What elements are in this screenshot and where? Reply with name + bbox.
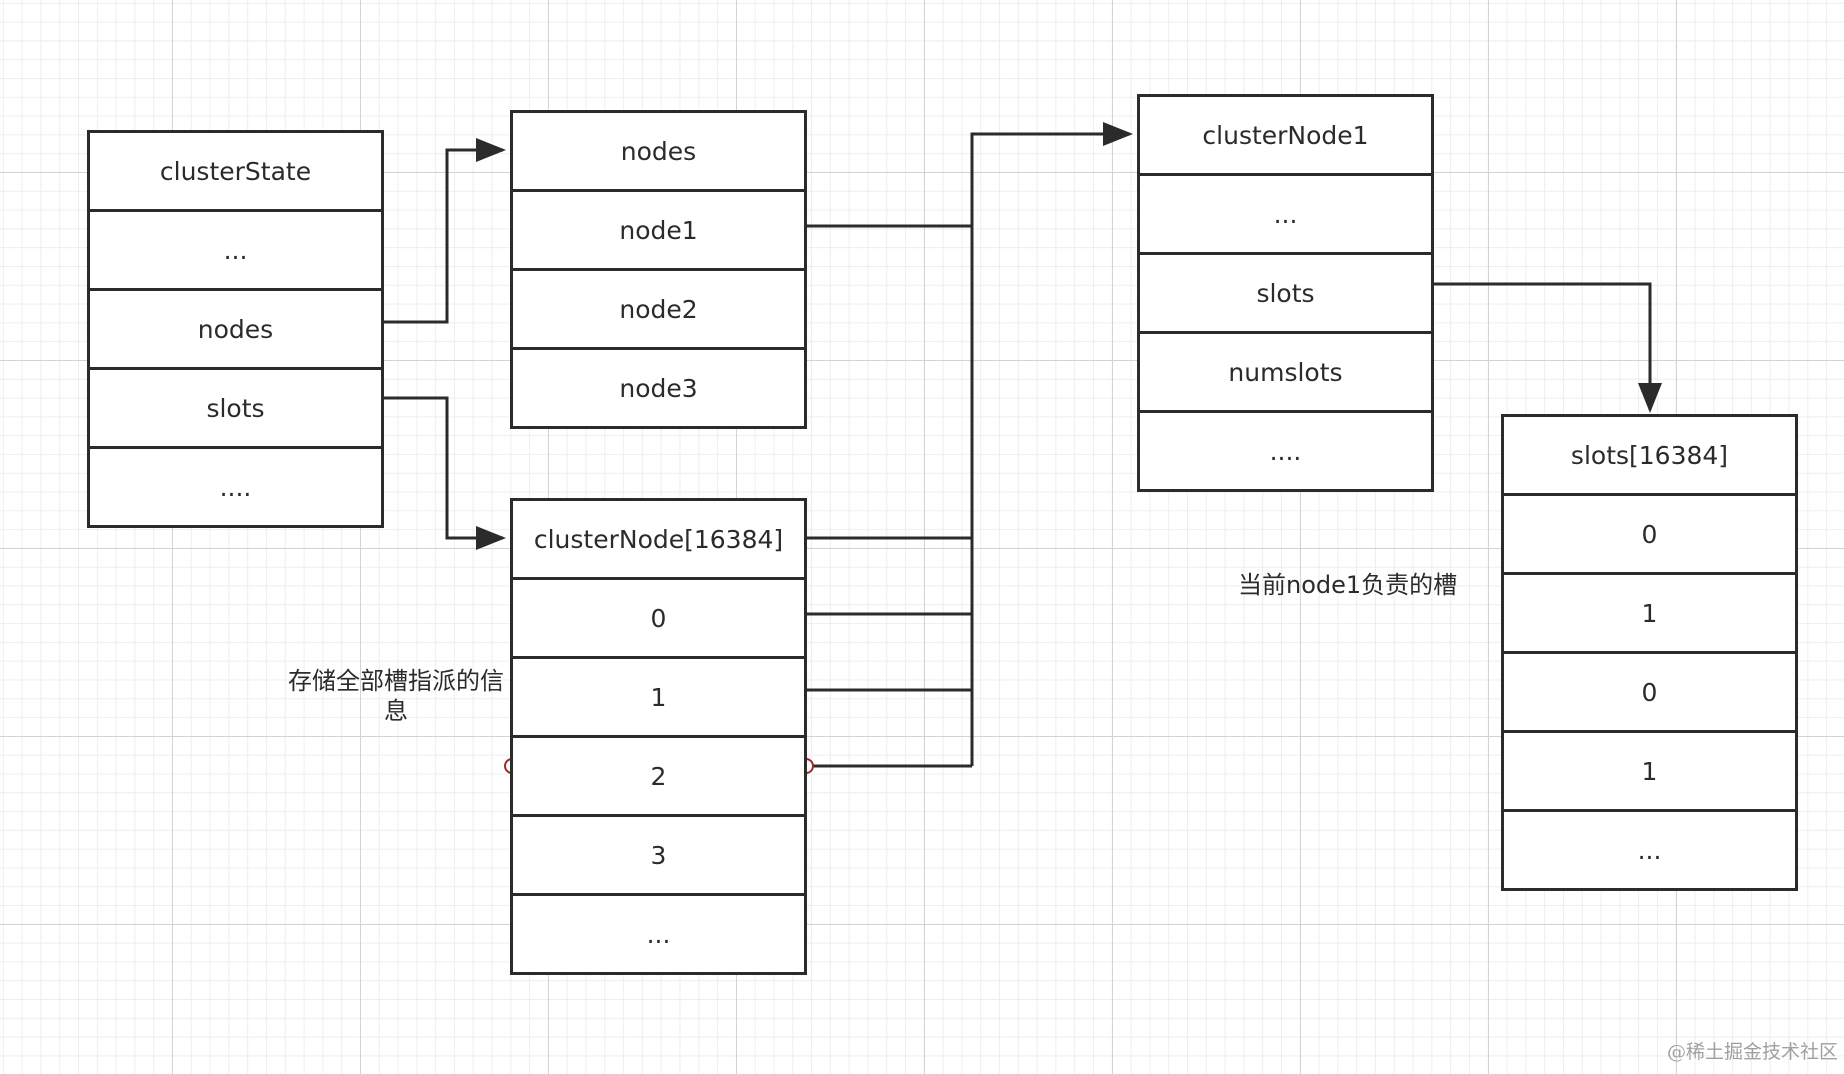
cluster-node1-field-ellipsis: ... xyxy=(1140,176,1431,255)
slot-owner-array-more: ... xyxy=(646,919,671,949)
node-slots-bitmap-bit-0: 0 xyxy=(1504,496,1795,575)
cluster-state-field-ellipsis: ... xyxy=(90,212,381,291)
cluster-state-title: clusterState xyxy=(90,133,381,212)
node-slots-bitmap-bit-1: 1 xyxy=(1504,575,1795,654)
cluster-node1-field-numslots: numslots xyxy=(1140,334,1431,413)
cluster-state-field-slots: slots xyxy=(90,370,381,449)
slot-owner-array-title: clusterNode[16384] xyxy=(513,501,804,580)
arrow-slots-to-array xyxy=(383,396,506,550)
arrow-slots-to-bitmap xyxy=(1434,282,1662,413)
node-slots-bitmap-bit-3: 1 xyxy=(1504,733,1795,812)
cluster-node1-struct[interactable]: clusterNode1 ... slots numslots .... xyxy=(1137,94,1434,492)
nodes-dict-entry-node2: node2 xyxy=(513,271,804,350)
slot-assignment-note: 存储全部槽指派的信 息 xyxy=(288,667,504,725)
arrow-to-clusternode1 xyxy=(970,122,1133,766)
node-slots-bitmap-bit-2: 0 xyxy=(1504,654,1795,733)
slot-owner-array-index-0: 0 xyxy=(513,580,804,659)
nodes-dict-title: nodes xyxy=(513,113,804,192)
nodes-dict-entry-node3: node3 xyxy=(619,373,698,403)
nodes-dict-entry-node1: node1 xyxy=(513,192,804,271)
cluster-node1-field-more: .... xyxy=(1269,436,1302,466)
cluster-node1-title: clusterNode1 xyxy=(1140,97,1431,176)
arrow-nodes-to-dict xyxy=(383,138,506,324)
node1-slots-note: 当前node1负责的槽 xyxy=(1238,571,1458,599)
cluster-state-field-nodes: nodes xyxy=(90,291,381,370)
slot-owner-array-index-2[interactable]: 2 xyxy=(513,738,804,817)
slot-owner-array-struct[interactable]: clusterNode[16384] 0 1 2 3 ... xyxy=(510,498,807,975)
nodes-dict-struct[interactable]: nodes node1 node2 node3 xyxy=(510,110,807,429)
watermark: @稀土掘金技术社区 xyxy=(1666,1041,1838,1063)
cluster-state-field-more: .... xyxy=(219,472,252,502)
node-slots-bitmap-more: ... xyxy=(1637,835,1662,865)
node-slots-bitmap-struct[interactable]: slots[16384] 0 1 0 1 ... xyxy=(1501,414,1798,891)
slot-owner-array-index-3: 3 xyxy=(513,817,804,896)
cluster-node1-field-slots: slots xyxy=(1140,255,1431,334)
cluster-state-struct[interactable]: clusterState ... nodes slots .... xyxy=(87,130,384,528)
slot-owner-array-index-1: 1 xyxy=(513,659,804,738)
node-slots-bitmap-title: slots[16384] xyxy=(1504,417,1795,496)
